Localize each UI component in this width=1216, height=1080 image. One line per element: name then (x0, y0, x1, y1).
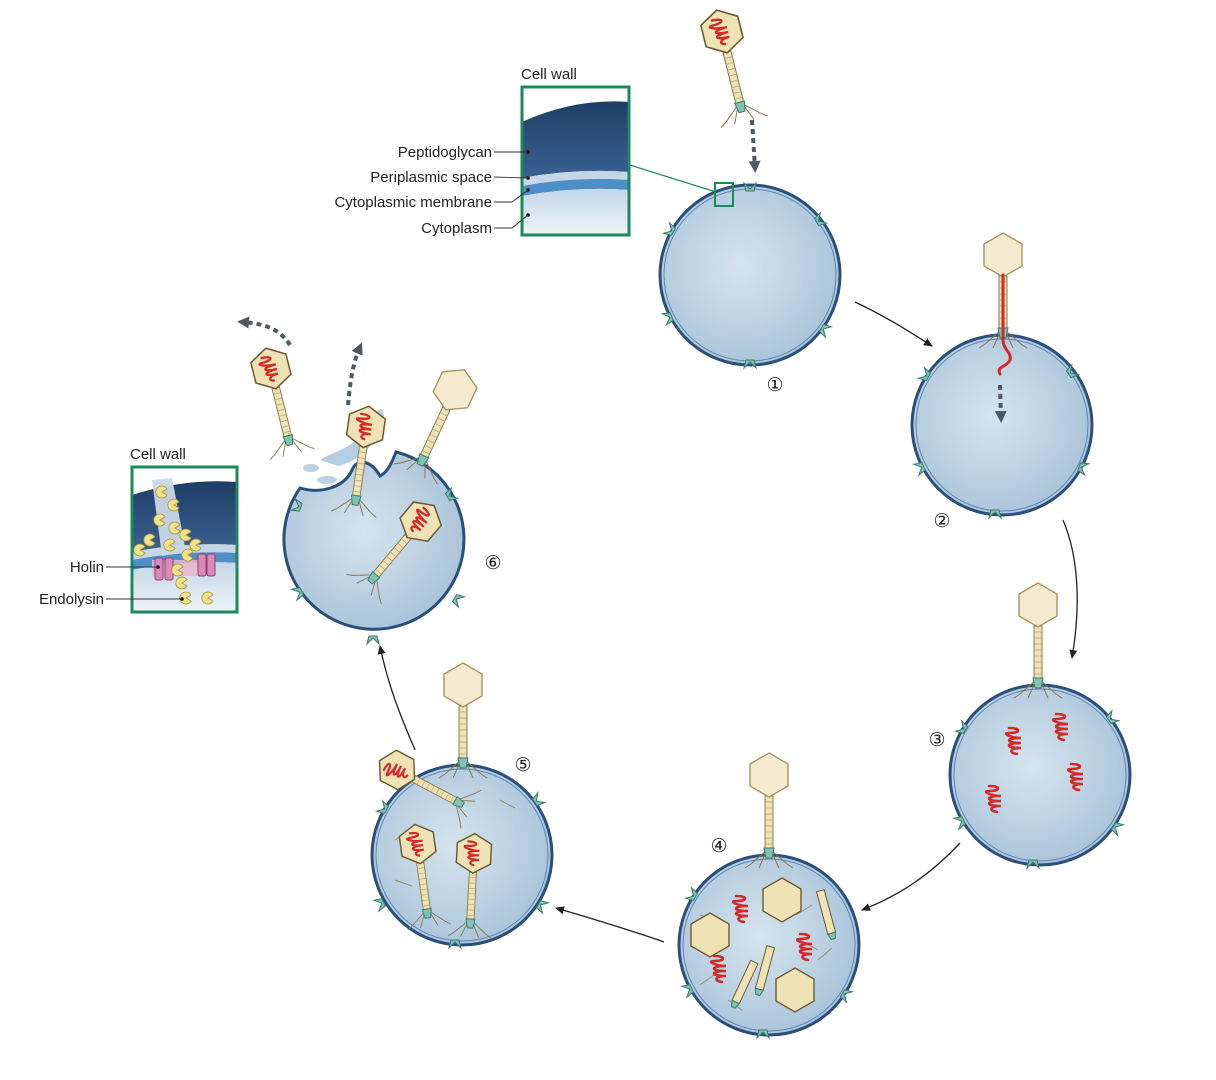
step-number-1: ① (766, 375, 783, 396)
cell-wall-inset-bottom: Cell wall Holin (39, 446, 239, 614)
bacteriophage-icon (692, 3, 769, 129)
step-4-cell: ④ (677, 752, 861, 1039)
cycle-arrows (377, 301, 1078, 943)
step-2-cell: ② (910, 232, 1094, 532)
step-6-cell: ⑥ (237, 316, 502, 645)
step-5-cell: ⑤ (368, 662, 554, 949)
label-holin: Holin (70, 559, 104, 576)
inset-bottom-title: Cell wall (130, 446, 186, 463)
step-1-cell: ① (629, 3, 842, 396)
holin-icon (154, 553, 216, 581)
cell-wall-inset-top: Cell wall Peptidoglycan Periplasmic spac… (334, 66, 631, 237)
inset-top-title: Cell wall (521, 66, 577, 83)
label-cytoplasmic-membrane: Cytoplasmic membrane (334, 194, 492, 211)
label-peptidoglycan: Peptidoglycan (398, 144, 492, 161)
label-periplasmic-space: Periplasmic space (370, 169, 492, 186)
step-number-5: ⑤ (514, 755, 531, 776)
step-number-2: ② (933, 511, 950, 532)
step-number-4: ④ (710, 836, 727, 857)
step-number-3: ③ (928, 730, 945, 751)
label-cytoplasm: Cytoplasm (421, 220, 492, 237)
label-endolysin: Endolysin (39, 591, 104, 608)
step-3-cell: ③ (928, 582, 1132, 869)
step-number-6: ⑥ (484, 553, 501, 574)
